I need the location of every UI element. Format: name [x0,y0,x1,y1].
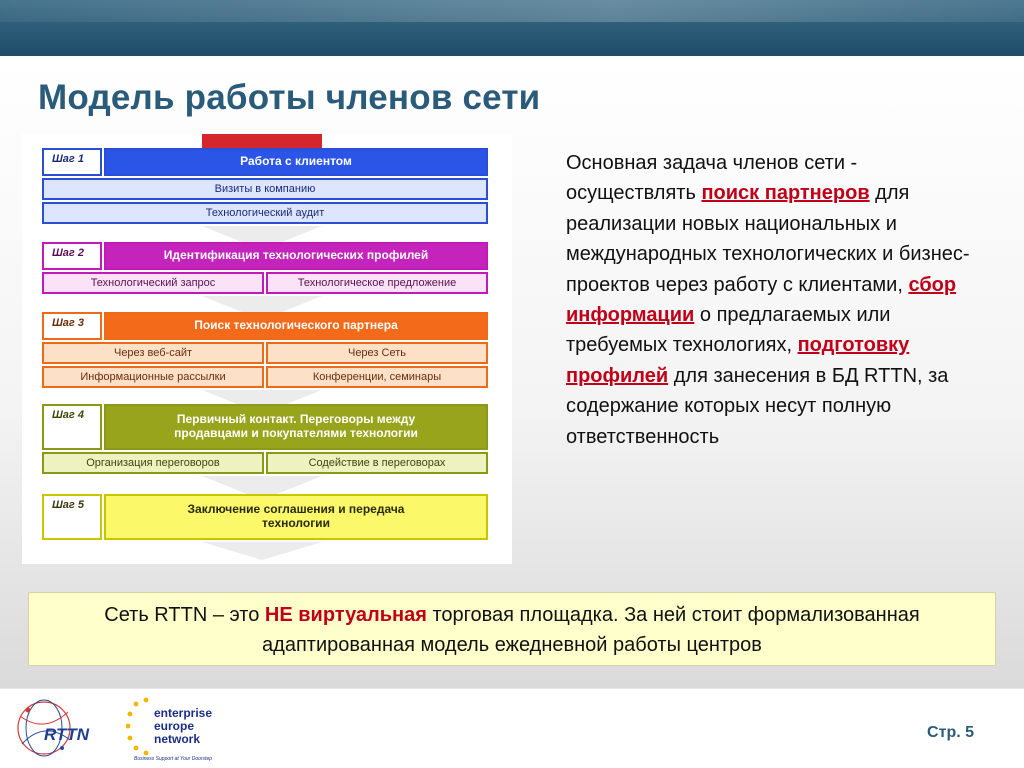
een-logo-wordmark: enterprise europe network [154,707,212,746]
desc-part-2: для реализации новых национальных и межд… [566,182,970,296]
step-2-sub-request: Технологический запрос [42,272,264,294]
diagram-spine-top [202,134,322,148]
footer-background [0,688,1024,768]
callout-box: Сеть RTTN – это НЕ виртуальная торговая … [28,592,996,666]
step-4-main-line2: продавцами и покупателями технологии [174,426,418,440]
een-line-1: enterprise [154,706,213,720]
step-4-main-line1: Первичный контакт. Переговоры между [176,412,416,427]
callout-part-2: торговая площадка. За ней стоит формализ… [262,604,920,656]
arrow-5-end [202,542,322,560]
step-2-sub-offer: Технологическое предложение [266,272,488,294]
step-5-main: Заключение соглашения и передача техноло… [104,494,488,540]
step-3-main: Поиск технологического партнера [104,312,488,340]
step-3-sub-conferences: Конференции, семинары [266,366,488,388]
een-line-2: europe [154,719,195,733]
top-banner [0,0,1024,56]
desc-part-4: для занесения в БД RTTN, за содержание к… [566,364,949,448]
step-4-sub-assist: Содействие в переговорах [266,452,488,474]
step-3-sub-network: Через Сеть [266,342,488,364]
step-1-sub-audit: Технологический аудит [42,202,488,224]
step-3-tag: Шаг 3 [42,312,102,340]
rttn-logo-text: RTTN [44,725,90,744]
step-5-main-line2: технологии [262,516,330,530]
een-logo: enterprise europe network Business Suppo… [126,694,236,766]
step-2-tag: Шаг 2 [42,242,102,270]
callout-part-1: Сеть RTTN – это [104,604,265,626]
step-4-main: Первичный контакт. Переговоры между прод… [104,404,488,450]
rttn-logo: RTTN [14,694,120,760]
desc-part-1: Основная задача членов сети - осуществля… [566,152,858,205]
highlight-profile-preparation: подготовку профилей [566,334,910,387]
step-4-tag: Шаг 4 [42,404,102,450]
workflow-diagram: Шаг 1 Работа с клиентом Визиты в компани… [22,134,512,564]
een-line-3: network [154,732,201,746]
slide-title: Модель работы членов сети [38,78,541,117]
page-number: Стр. 5 [927,724,974,741]
step-4-sub-organize: Организация переговоров [42,452,264,474]
highlight-info-collection: сбор информации [566,273,957,327]
step-1-main: Работа с клиентом [104,148,488,176]
callout-not-virtual: НЕ виртуальная [264,604,427,626]
top-banner-shine [0,0,1024,22]
step-5-main-line1: Заключение соглашения и передача [187,502,405,517]
een-tagline: Business Support at Your Doorstep [134,756,213,762]
step-3-sub-mailings: Информационные рассылки [42,366,264,388]
step-1-sub-visits: Визиты в компанию [42,178,488,200]
description-text: Основная задача членов сети - осуществля… [566,148,986,452]
step-5-tag: Шаг 5 [42,494,102,540]
highlight-partner-search: поиск партнеров [701,182,870,205]
step-2-main: Идентификация технологических профилей [104,242,488,270]
step-1-tag: Шаг 1 [42,148,102,176]
step-3-sub-website: Через веб-сайт [42,342,264,364]
desc-part-3: о предлагаемых или требуемых технологиях… [566,304,891,357]
